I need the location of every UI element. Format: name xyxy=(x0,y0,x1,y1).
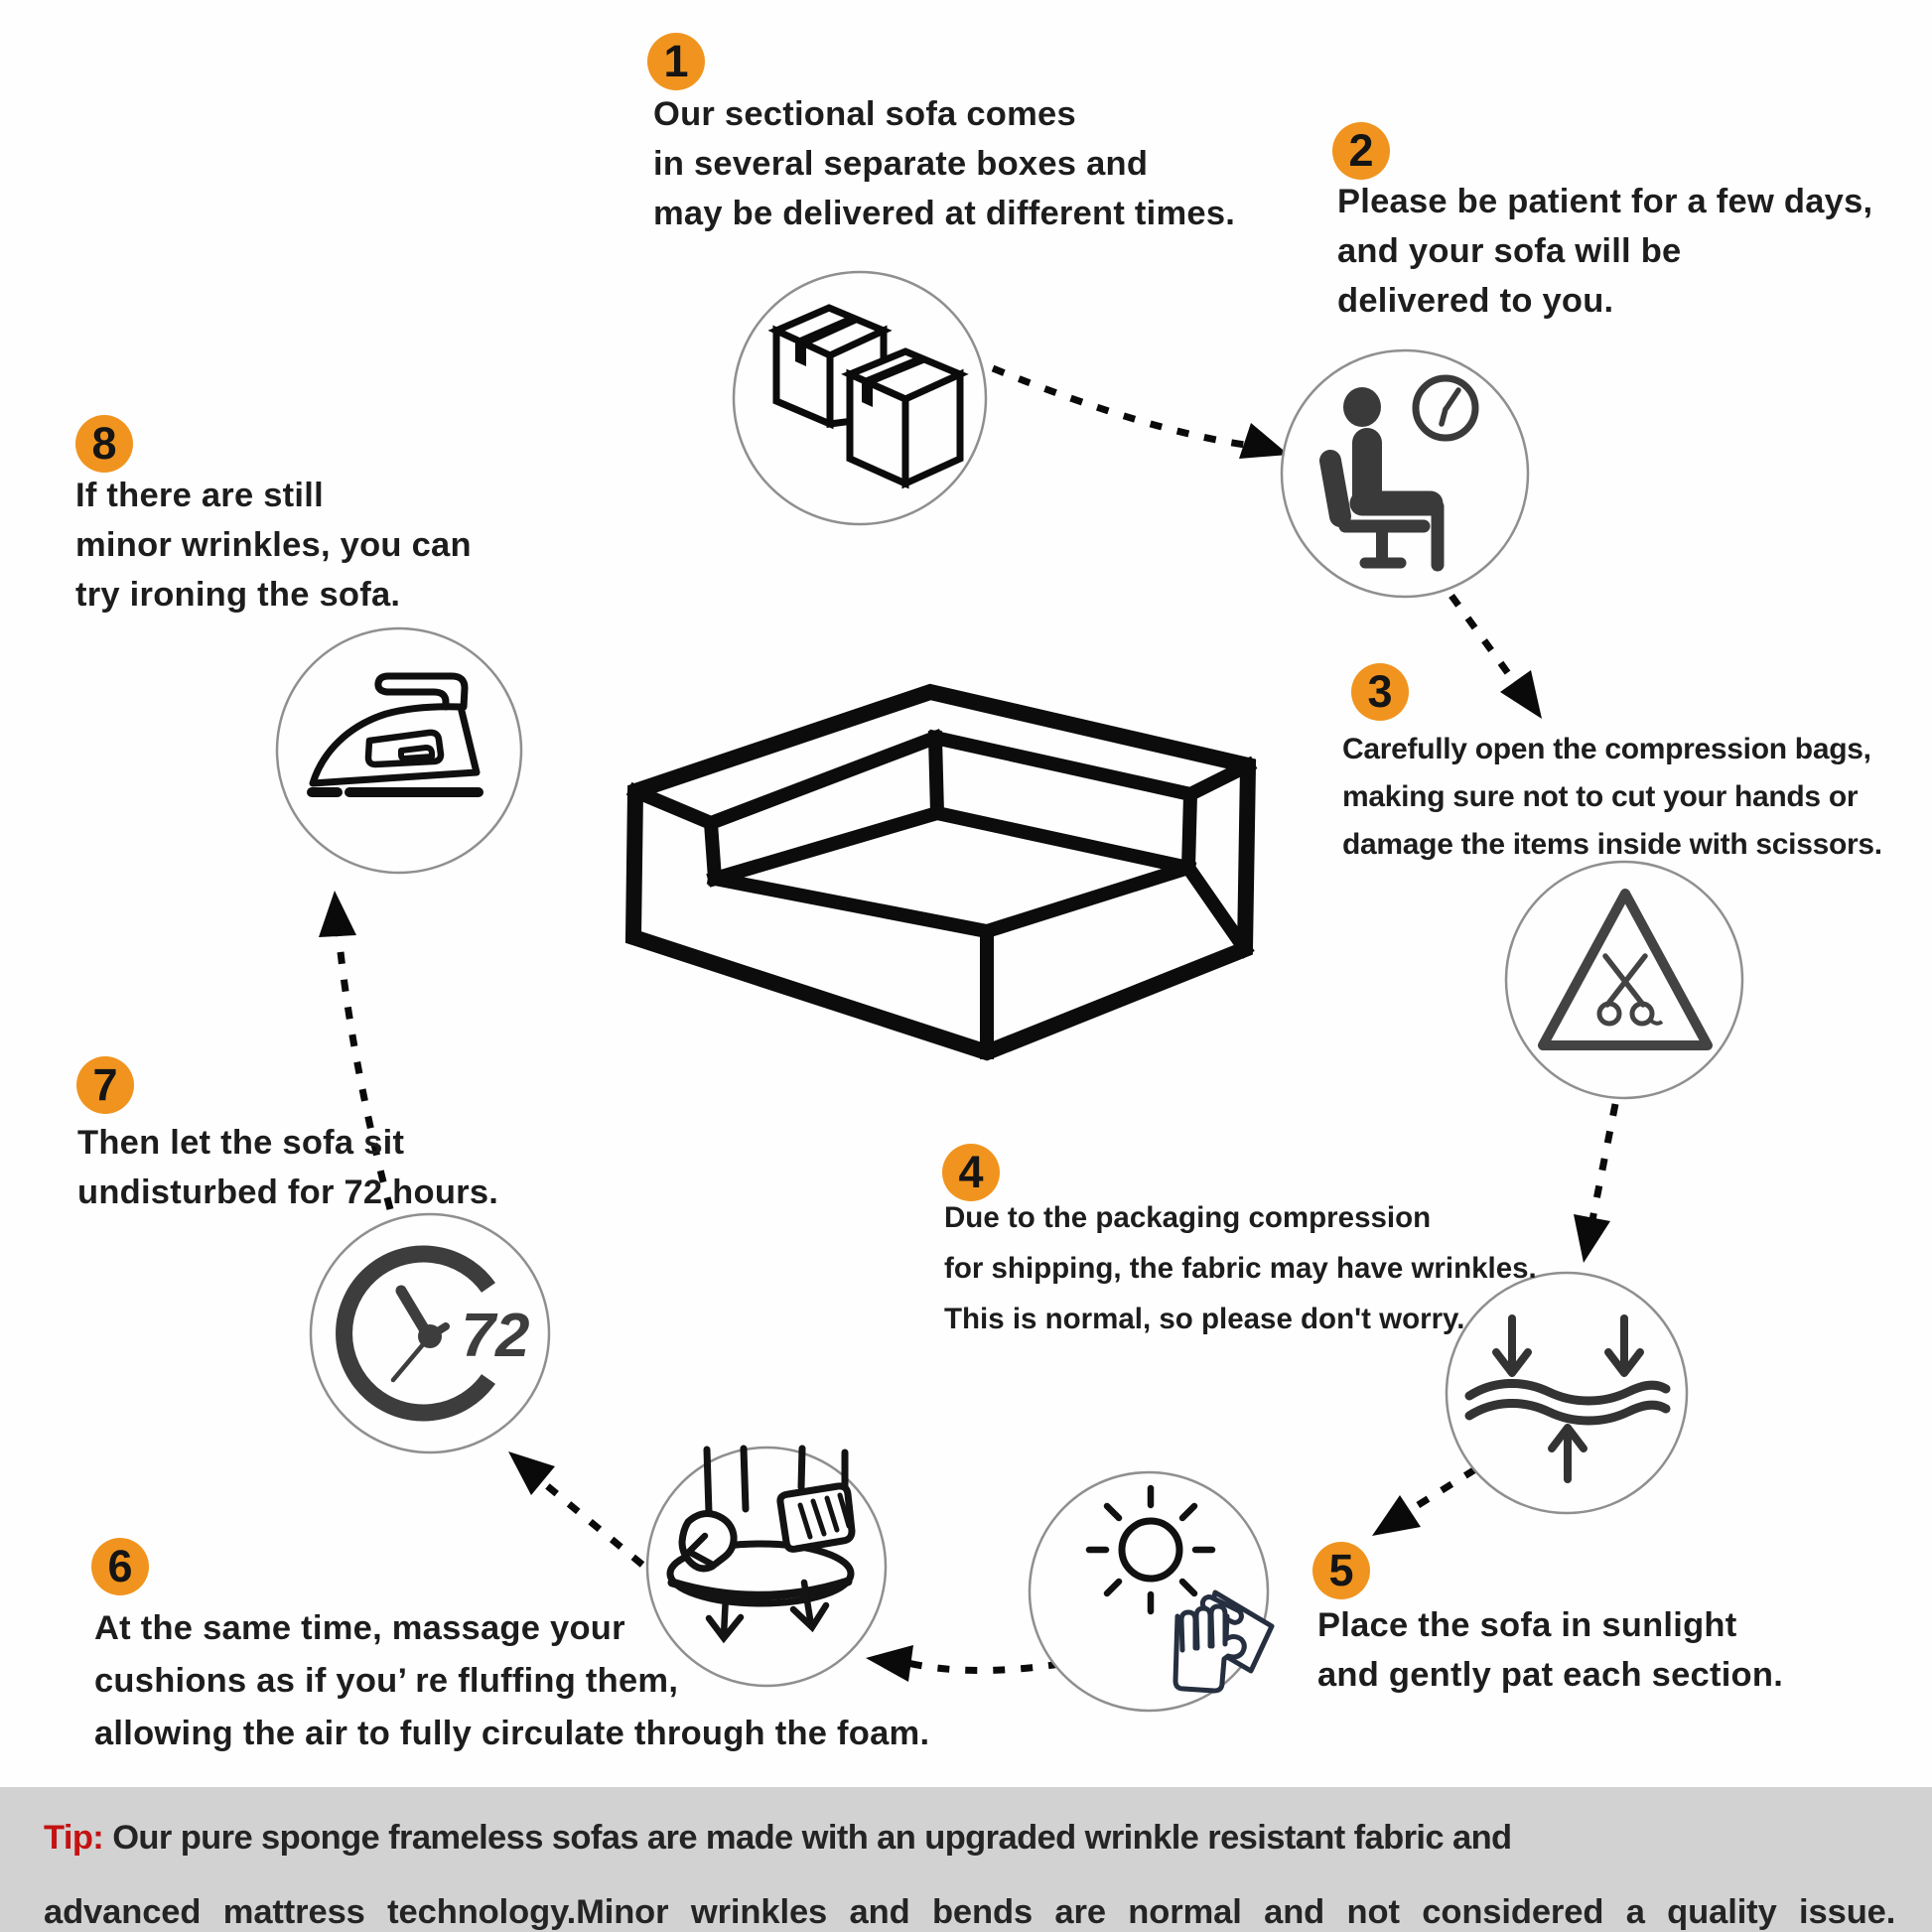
svg-text:72: 72 xyxy=(462,1302,530,1370)
